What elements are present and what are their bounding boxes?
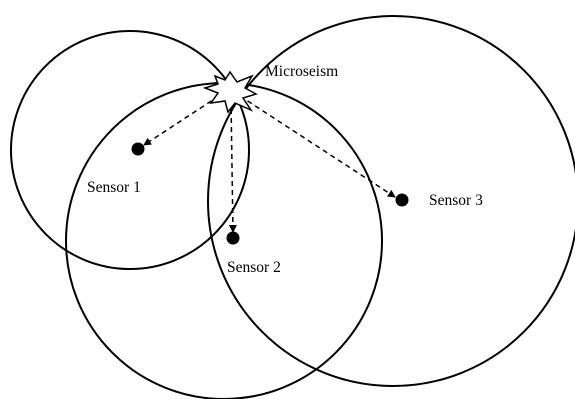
starburst-icon	[202, 70, 258, 114]
microseism-label: Microseism	[265, 63, 338, 80]
sensor-2-marker	[226, 231, 240, 245]
sensor-3-marker	[395, 193, 409, 207]
propagation-arrow-sensor-1	[143, 95, 220, 146]
range-circle-sensor-3	[207, 15, 575, 387]
sensor-1-marker	[131, 142, 145, 156]
propagation-arrow-sensor-2	[228, 99, 237, 233]
range-circle-sensor-1	[10, 30, 250, 270]
sensor-1-label: Sensor 1	[87, 179, 141, 196]
range-circle-sensor-2	[65, 82, 383, 399]
propagation-arrow-sensor-3	[239, 95, 396, 198]
sensor-2-label: Sensor 2	[227, 259, 281, 276]
sensor-3-label: Sensor 3	[429, 192, 483, 209]
